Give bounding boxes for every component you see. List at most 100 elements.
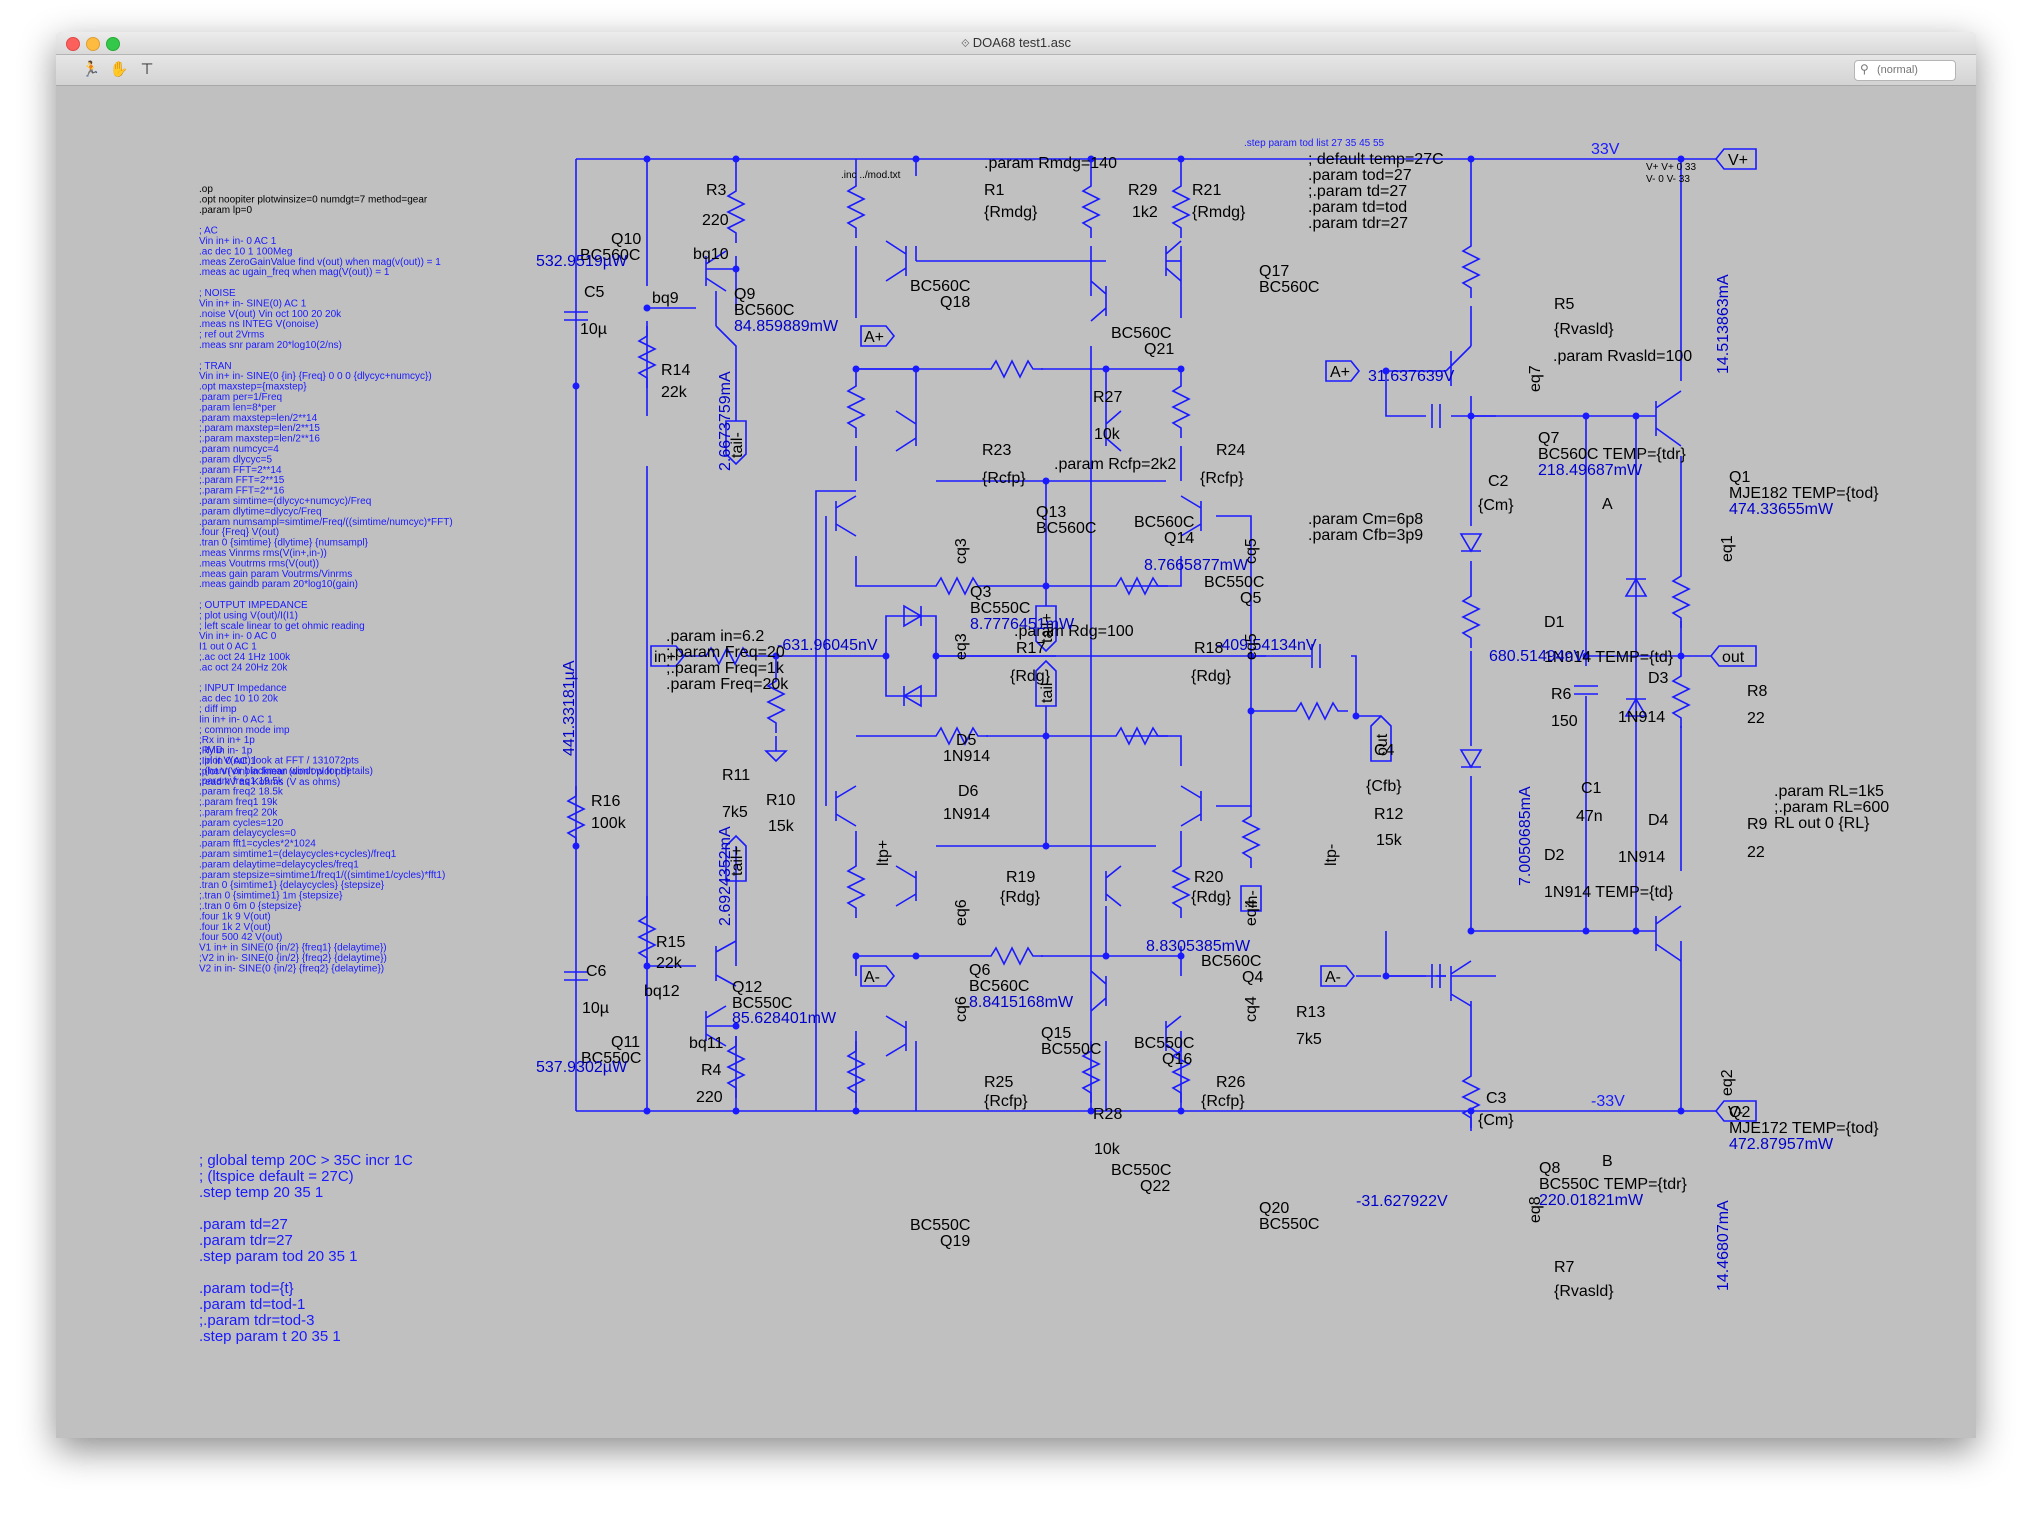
capacitor-c1[interactable] (1574, 685, 1598, 695)
transistor-q19[interactable] (885, 1015, 907, 1057)
transistor-q21[interactable] (1090, 280, 1107, 322)
capacitor-c4[interactable] (1311, 644, 1321, 668)
resistor-r6[interactable] (1462, 585, 1480, 649)
r25-name: R25 (984, 1074, 1013, 1091)
diode-d4[interactable] (1624, 697, 1648, 717)
directive-line-40: ; OUTPUT IMPEDANCE (199, 600, 308, 611)
close-button[interactable] (66, 37, 80, 51)
transistor-q15[interactable] (895, 865, 917, 907)
transistor-q4[interactable] (1180, 785, 1202, 827)
port-a-minus-lower[interactable]: A- (860, 965, 896, 987)
transistor-q12[interactable] (715, 940, 737, 987)
search-box[interactable]: ⚲ (1854, 60, 1956, 81)
r15-current: 2.6924352mA (717, 826, 734, 926)
directive-line-36: .meas Voutrms rms(V(out)) (199, 558, 319, 569)
run-icon[interactable]: 🏃 (81, 61, 101, 78)
capacitor-c3[interactable] (1431, 964, 1441, 988)
resistor-r12[interactable] (1285, 702, 1349, 720)
port-a-plus-upper[interactable]: A+ (860, 325, 896, 347)
port-vneg[interactable]: V- (1714, 1100, 1757, 1122)
imd-line-13: .tran 0 {simtime1} {delaycycles} {stepsi… (199, 880, 385, 891)
schematic-canvas[interactable]: V+ V- out in+ A+ A- (56, 86, 1976, 1438)
vout-node-voltage: 680.51494nV (1489, 648, 1585, 665)
q7-name: Q7 (1538, 430, 1559, 447)
port-a-minus-q8[interactable]: A- (1320, 965, 1356, 987)
r1-value: {Rmdg} (984, 204, 1038, 221)
r4-name: R4 (701, 1062, 722, 1079)
directive-line-54: ;Ry in in- 1p (199, 746, 253, 757)
resistor-r26[interactable] (1172, 855, 1190, 919)
port-out-r12[interactable]: out (1370, 714, 1392, 762)
zoom-button[interactable] (106, 37, 120, 51)
directive-line-29: ;.param FFT=2**16 (199, 486, 285, 497)
transistor-q5[interactable] (1180, 495, 1202, 537)
port-tail-plus-mid[interactable]: tail+ (1035, 605, 1057, 653)
capacitor-c2[interactable] (1431, 404, 1441, 428)
net-cq4: cq4 (1243, 996, 1260, 1022)
q22-model: BC550C (1111, 1162, 1171, 1179)
resistor-r25[interactable] (847, 855, 865, 919)
resistor-r24[interactable] (1172, 375, 1190, 439)
resistor-r13[interactable] (1242, 805, 1260, 869)
directive-line-43: Vin in+ in- 0 AC 0 (199, 631, 277, 642)
r12-name: R12 (1374, 806, 1403, 823)
diode-d5[interactable] (903, 604, 923, 628)
imd-line-5: ;.param freq1 19k (199, 797, 278, 808)
r16-value: 100k (591, 815, 627, 832)
diode-d1[interactable] (1459, 533, 1483, 553)
transistor-q6[interactable] (835, 785, 857, 827)
transistor-q16[interactable] (1105, 865, 1122, 907)
directive-line-5: Vin in+ in- 0 AC 1 (199, 236, 277, 247)
port-in-minus[interactable]: in- (1240, 885, 1262, 912)
resistor-r3[interactable] (727, 180, 745, 244)
port-tail-minus-q9[interactable]: tail- (725, 420, 747, 466)
diode-d2[interactable] (1459, 749, 1483, 769)
port-vpos[interactable]: V+ (1714, 148, 1757, 170)
resistor-r9[interactable] (1672, 665, 1690, 729)
q20-name: Q20 (1259, 1200, 1289, 1217)
resistor-r7[interactable] (1462, 1065, 1480, 1129)
search-input[interactable] (1875, 63, 1953, 77)
port-in-plus[interactable]: in+ (650, 645, 686, 667)
resistor-r1[interactable] (847, 175, 865, 239)
resistor-r5[interactable] (1462, 235, 1480, 299)
capacitor-c5[interactable] (564, 311, 588, 321)
resistor-r27[interactable] (980, 360, 1044, 378)
diode-d3[interactable] (1624, 577, 1648, 597)
transistor-q13[interactable] (895, 410, 917, 452)
transistor-q2[interactable] (1655, 905, 1682, 962)
halt-hand-icon[interactable]: ✋ (109, 61, 129, 78)
transistor-q1[interactable] (1655, 390, 1682, 447)
directive-line-12: .noise V(out) Vin oct 100 20 20k (199, 309, 342, 320)
transistor-q22[interactable] (1090, 970, 1107, 1012)
port-tail-minus-mid[interactable]: tail- (1035, 659, 1057, 707)
resistor-r8[interactable] (1672, 565, 1690, 629)
port-out[interactable]: out (1709, 645, 1757, 667)
imd-line-14: ;.tran 0 {simtime1} 1m {stepsize} (199, 891, 343, 902)
resistor-r29[interactable] (1082, 175, 1100, 239)
imd-line-1: ; plot V(out) look at FFT / 131072pts (199, 755, 359, 766)
transistor-q20[interactable] (1165, 1015, 1182, 1057)
transistor-q3[interactable] (835, 495, 857, 537)
ltspice-window: ⟐ DOA68 test1.asc 🏃 ✋ ⊤ ⚲ (56, 32, 1976, 1438)
q15-model: BC550C (1041, 1041, 1101, 1058)
minimize-button[interactable] (86, 37, 100, 51)
capacitor-c6[interactable] (564, 971, 588, 981)
c6-name: C6 (586, 963, 607, 980)
probe-icon[interactable]: ⊤ (140, 61, 154, 78)
resistor-r23[interactable] (847, 375, 865, 439)
q11-model: BC550C (581, 1050, 641, 1067)
port-a-plus-q7[interactable]: A+ (1325, 360, 1361, 382)
transistor-q11[interactable] (705, 1005, 727, 1047)
imd-line-10: .param simtime1=(delaycycles+cycles)/fre… (199, 849, 397, 860)
transistor-q18[interactable] (885, 240, 907, 282)
transistor-q8[interactable] (1450, 960, 1472, 1007)
transistor-q14[interactable] (1105, 410, 1122, 452)
resistor-r21[interactable] (1172, 175, 1190, 239)
port-tail-plus-q12[interactable]: tail+ (725, 834, 747, 882)
temp-line-2: ;.param td=27 (1308, 183, 1407, 200)
transistor-q10[interactable] (705, 250, 727, 292)
diode-d6[interactable] (902, 684, 922, 708)
r10-value: 15k (768, 818, 795, 835)
transistor-q17[interactable] (1165, 240, 1182, 282)
